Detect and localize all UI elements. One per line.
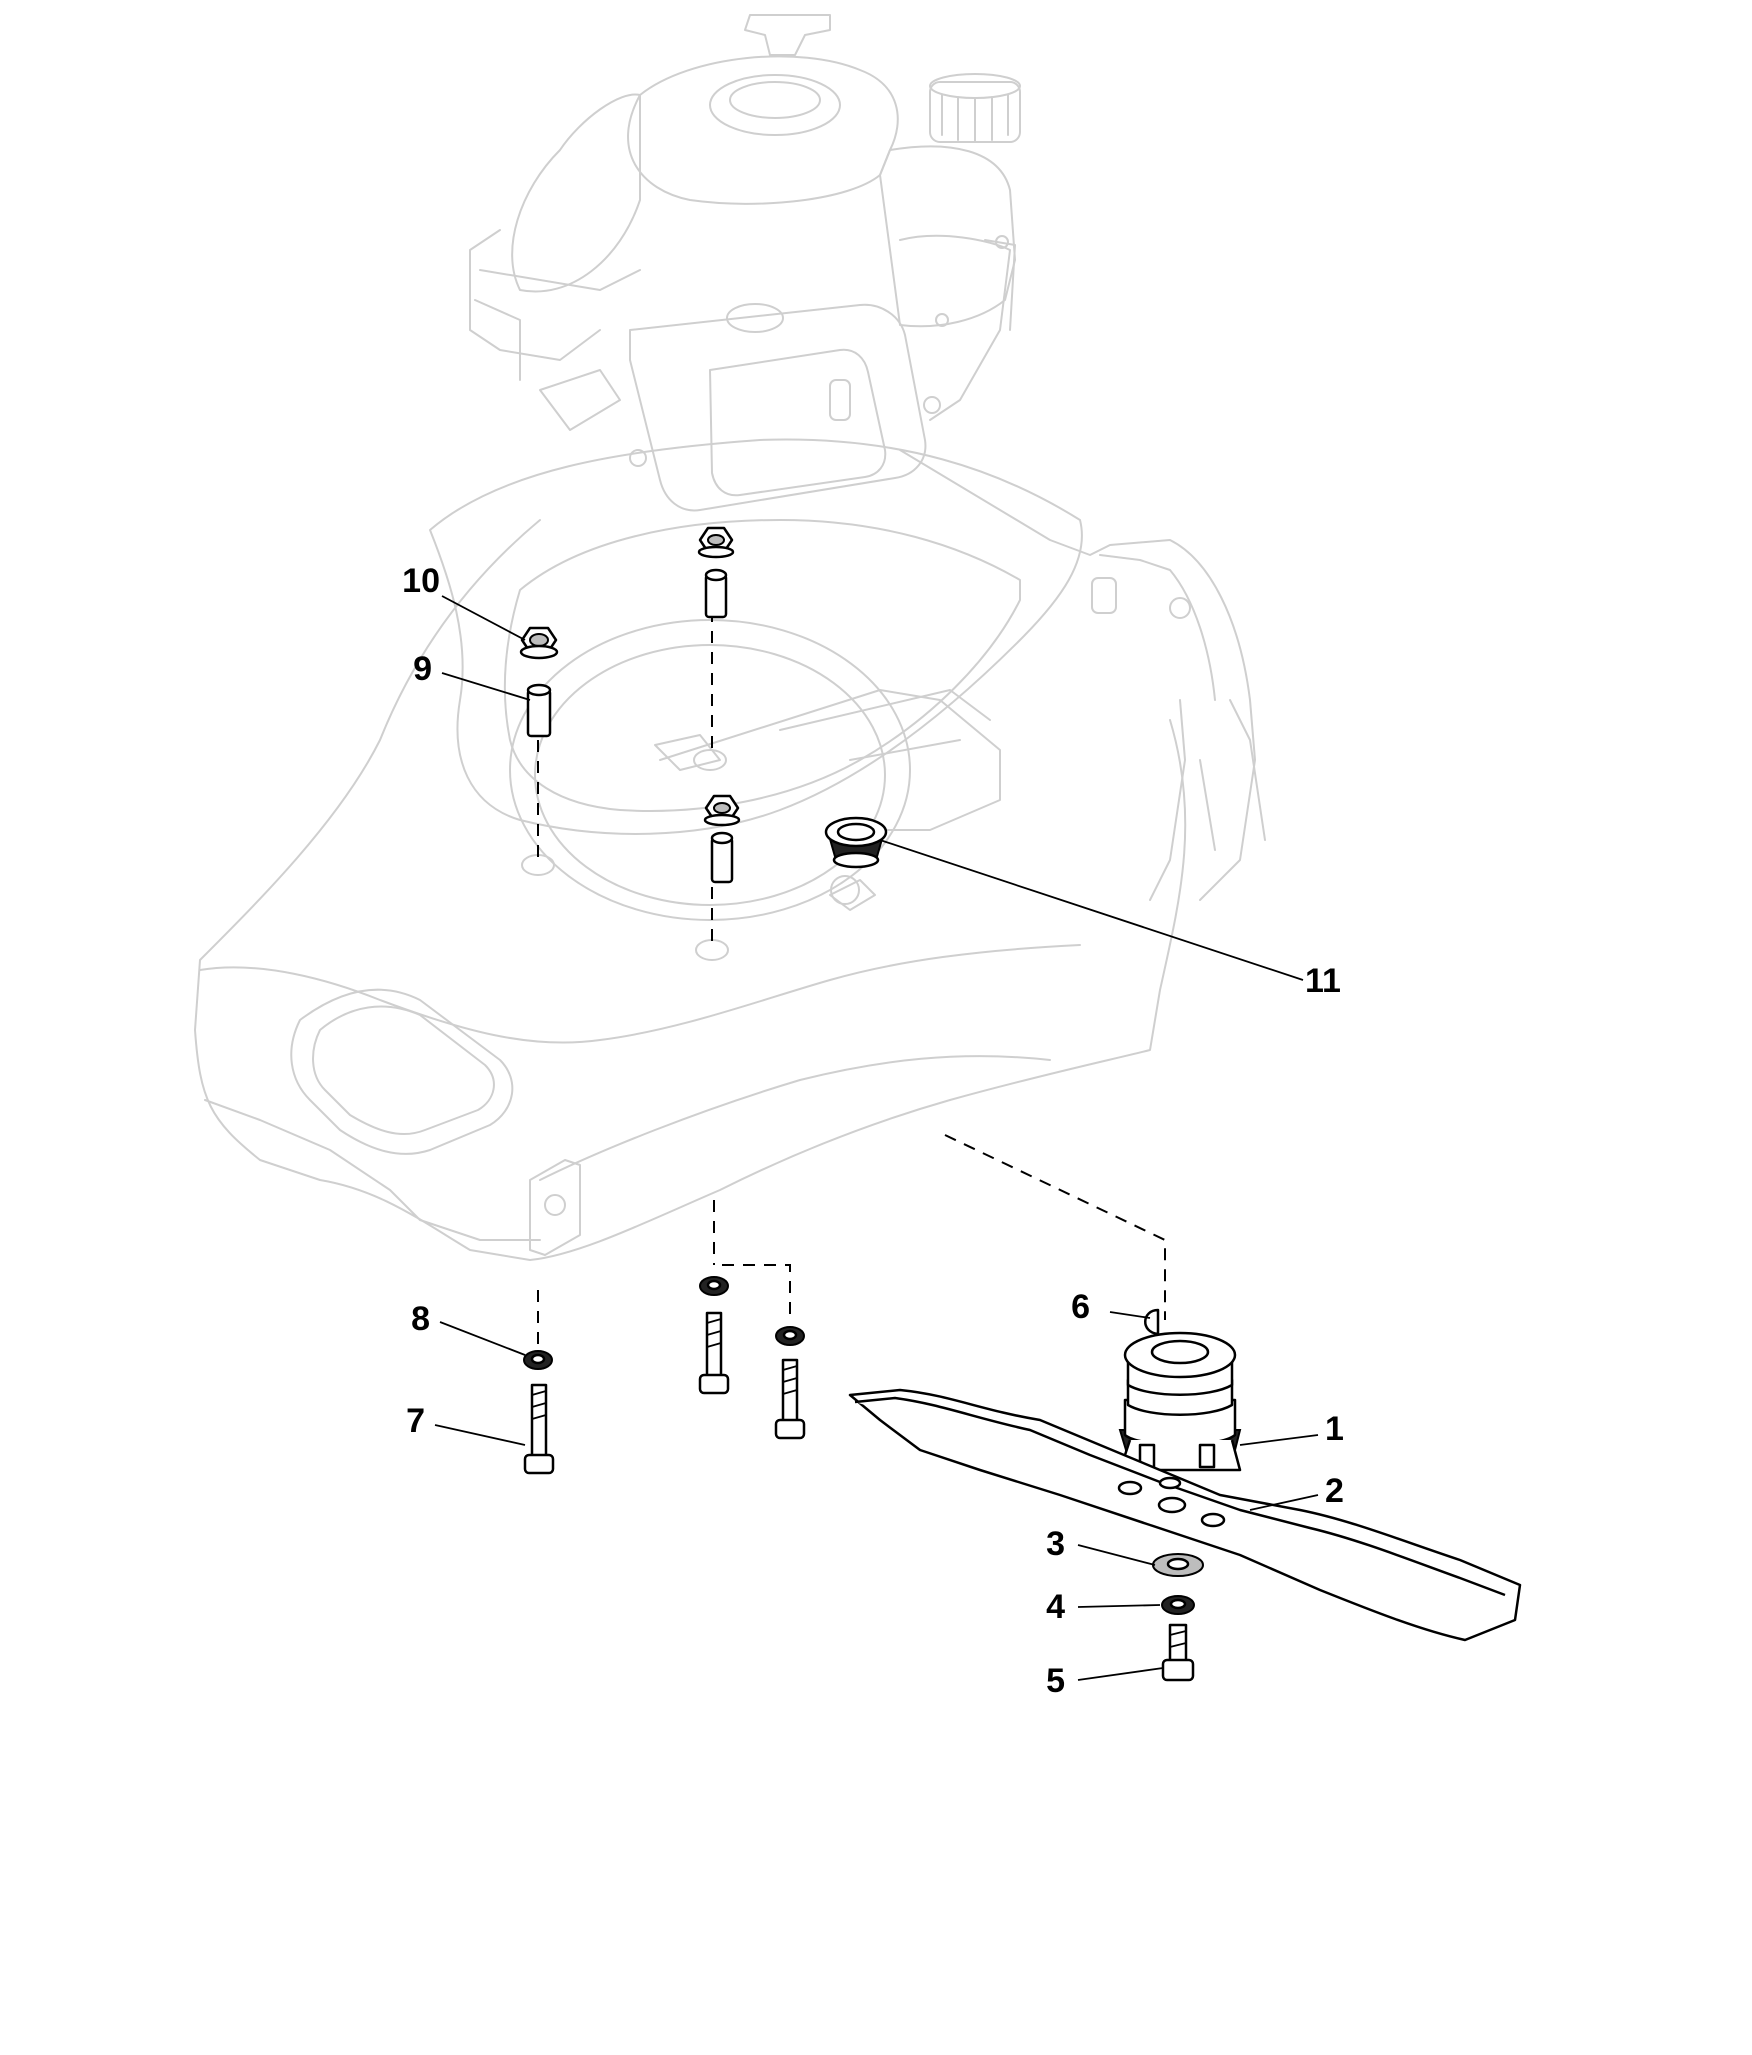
assembly-lines xyxy=(537,610,1166,1345)
engine-ghost xyxy=(469,14,1021,512)
bolt-middle-a xyxy=(698,1311,730,1395)
spacer-upper xyxy=(704,568,728,619)
callout-5: 5 xyxy=(1046,1662,1065,1700)
washer-middle-b xyxy=(775,1326,805,1346)
blade-adapter-1 xyxy=(1118,1331,1242,1472)
callout-10: 10 xyxy=(402,562,440,600)
callout-1: 1 xyxy=(1325,1410,1344,1448)
washer-3 xyxy=(1152,1553,1204,1577)
callout-11: 11 xyxy=(1305,962,1341,1000)
flange-nut-upper xyxy=(697,526,735,559)
bushing-11 xyxy=(824,816,888,869)
callout-8: 8 xyxy=(411,1300,430,1338)
callout-9: 9 xyxy=(413,650,432,688)
callout-6: 6 xyxy=(1071,1288,1090,1326)
spacer-9 xyxy=(526,683,552,738)
bolt-5 xyxy=(1161,1623,1195,1682)
callout-labels: 1 2 3 4 5 6 7 8 9 10 11 xyxy=(402,562,1344,1700)
bolt-middle-b xyxy=(774,1358,806,1440)
callout-2: 2 xyxy=(1325,1472,1344,1510)
callout-3: 3 xyxy=(1046,1525,1065,1563)
leader-lines xyxy=(434,595,1319,1681)
key-6 xyxy=(1144,1308,1160,1336)
bolt-7 xyxy=(523,1383,555,1475)
flange-nut-middle xyxy=(703,794,741,827)
callout-7: 7 xyxy=(406,1402,425,1440)
flange-nut-10 xyxy=(519,626,559,660)
callout-4: 4 xyxy=(1046,1588,1065,1626)
washer-8 xyxy=(523,1350,553,1370)
blade-2 xyxy=(848,1388,1522,1642)
mower-deck-ghost xyxy=(194,438,1266,1261)
washer-middle-a xyxy=(699,1276,729,1296)
spacer-middle xyxy=(710,831,734,884)
washer-4 xyxy=(1161,1595,1195,1615)
